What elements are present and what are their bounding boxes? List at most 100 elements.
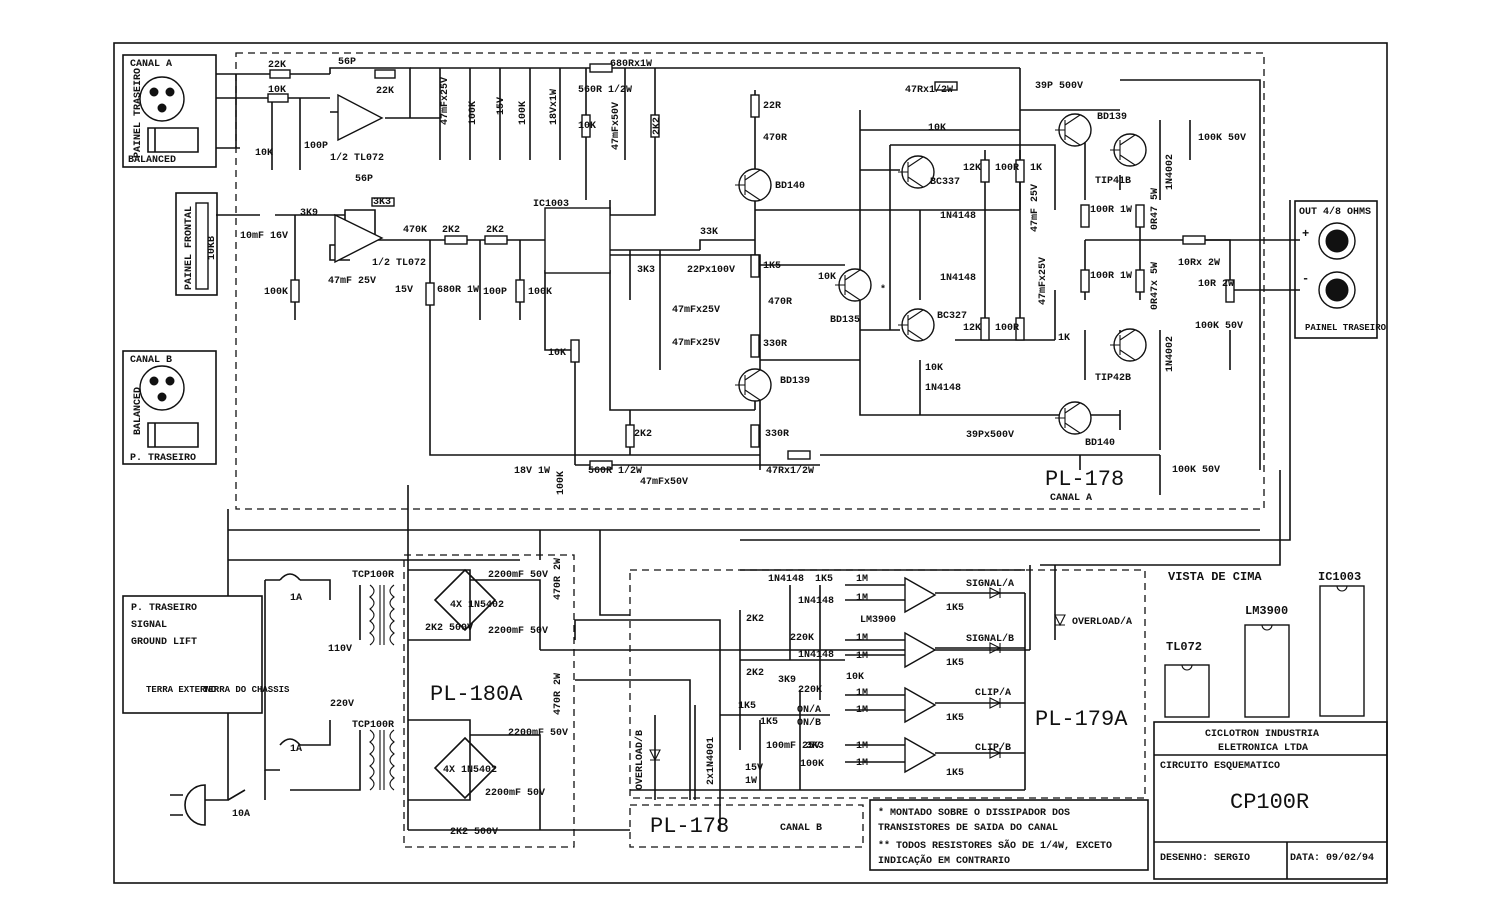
lm3900-amp-2-icon xyxy=(904,631,937,669)
jack-b-icon xyxy=(147,422,199,448)
transistor-bd139-icon xyxy=(735,368,772,402)
drawing-date: DATA: 09/02/94 xyxy=(1290,852,1374,864)
part-label: 680R 1W xyxy=(437,285,479,296)
ind-label: 3K9 xyxy=(778,675,796,686)
ind-label: 1M xyxy=(856,593,868,604)
mains-plug-icon xyxy=(170,784,206,826)
part-label: 47Rx1/2W xyxy=(766,465,814,477)
part-label: 560R 1/2W xyxy=(578,84,632,96)
part-label: 1K xyxy=(1058,333,1070,344)
part-label: 22R xyxy=(763,101,781,112)
ind-label: 1M xyxy=(856,574,868,585)
ind-label: 1N4148 xyxy=(798,650,834,661)
pinout-lm3900-label: LM3900 xyxy=(1245,604,1288,618)
ind-label: SIGNAL/A xyxy=(966,578,1014,590)
ind-label: 1K5 xyxy=(738,701,756,712)
speaker-terminal-plus-icon xyxy=(1318,222,1356,260)
part-label: 1N4148 xyxy=(940,273,976,284)
transistor-bd139-driver-icon xyxy=(1055,113,1092,147)
ic1003-chip-icon xyxy=(544,207,611,274)
ind-label: 1K5 xyxy=(946,768,964,779)
board-canal-b-label: CANAL B xyxy=(780,823,822,834)
ind-label: 1N4148 xyxy=(798,596,834,607)
part-label: 3K3 xyxy=(637,265,655,276)
ind-label: 1K5 xyxy=(815,574,833,585)
canal-b-balanced-label: BALANCED xyxy=(133,387,144,435)
transistor-tip42b-icon xyxy=(1110,328,1147,362)
jack-a-icon xyxy=(147,127,199,153)
pinout-title: VISTA DE CIMA xyxy=(1168,570,1262,584)
board-pl178-a-outline xyxy=(235,52,1265,510)
part-label: 10R 2W xyxy=(1198,279,1234,290)
power-supply-wiring xyxy=(205,200,1291,831)
canal-a-panel xyxy=(122,54,217,168)
board-pl178-b-label: PL-178 xyxy=(650,814,729,839)
transistor-bd140-icon xyxy=(735,168,772,202)
fuse-b-icon xyxy=(279,738,301,746)
part-label: BD139 xyxy=(780,376,810,387)
transistor-bd140-driver-icon xyxy=(1055,401,1092,435)
part-label: 12K xyxy=(963,163,981,174)
ind-label: ON/A xyxy=(797,704,821,716)
output-panel xyxy=(1294,200,1378,339)
drawing-type: CIRCUITO ESQUEMATICO xyxy=(1160,761,1280,772)
power-label: 2K2 500V xyxy=(450,827,498,838)
ind-label: SIGNAL/B xyxy=(966,633,1014,645)
power-label: 4X 1N5402 xyxy=(443,765,497,776)
xlr-connector-b-icon xyxy=(139,365,185,411)
out-bottom-label: PAINEL TRASEIRO xyxy=(1305,323,1387,333)
part-label: 2K2 xyxy=(486,225,504,236)
part-label: 1N4148 xyxy=(940,211,976,222)
part-label: 10K xyxy=(548,348,566,359)
part-label: 10K xyxy=(925,363,943,374)
part-label: 10mF 16V xyxy=(240,231,288,242)
ind-label: 2K2 xyxy=(746,614,764,625)
painel-frontal-label: PAINEL FRONTAL xyxy=(184,206,195,290)
ind-label: CLIP/A xyxy=(975,687,1011,699)
lm3900-amp-1-icon xyxy=(904,576,937,614)
part-label: 100K 50V xyxy=(1198,133,1246,144)
power-label: 470R 2W xyxy=(553,673,564,715)
part-label: 47mFx25V xyxy=(672,305,720,316)
power-label: 2200mF 50V xyxy=(508,728,568,739)
part-label: 100R xyxy=(995,163,1019,174)
part-label: 0R47 5W xyxy=(1150,188,1161,230)
part-label: 39P 500V xyxy=(1035,81,1083,92)
power-switch-icon xyxy=(227,789,246,801)
part-label: 1K xyxy=(1030,163,1042,174)
part-label: 47mF 25V xyxy=(328,276,376,287)
part-label: 470R xyxy=(768,297,792,308)
indicator-wiring xyxy=(630,569,1026,800)
ind-label: 2x1N4001 xyxy=(706,737,717,785)
part-label: 39Px500V xyxy=(966,430,1014,441)
part-label: 470R xyxy=(763,133,787,144)
part-label: BD135 xyxy=(830,315,860,326)
part-label: TIP42B xyxy=(1095,373,1131,384)
part-label: 12K xyxy=(963,323,981,334)
part-label: 3K3 xyxy=(373,197,391,208)
part-label: BC337 xyxy=(930,177,960,188)
notes-box xyxy=(869,799,1149,871)
transistor-bc327-icon xyxy=(898,308,935,342)
company-line-1: CICLOTRON INDUSTRIA xyxy=(1205,729,1319,740)
out-plus: + xyxy=(1302,227,1309,241)
part-label: 47mFx25V xyxy=(1038,257,1049,305)
part-label: 3K9 xyxy=(300,208,318,219)
ind-label: 1M xyxy=(856,741,868,752)
canal-a-side-label: PAINEL TRASEIRO xyxy=(133,68,144,158)
part-label: 10K xyxy=(268,85,286,96)
speaker-terminal-minus-icon xyxy=(1318,271,1356,309)
part-label: 680Rx1W xyxy=(610,59,652,70)
note-line-2: ** TODOS RESISTORES SÃO DE 1/4W, EXCETO xyxy=(878,838,1112,852)
bridge-rectifier-b-icon xyxy=(433,736,497,800)
power-label: 2K2 500V xyxy=(425,623,473,634)
part-label: 100K xyxy=(264,287,288,298)
part-label: 100K xyxy=(556,471,567,495)
part-label: 22K xyxy=(376,86,394,97)
part-label: 15V xyxy=(496,97,507,115)
canal-b-bottom-label: P. TRASEIRO xyxy=(130,453,196,464)
ind-label: 1K5 xyxy=(946,658,964,669)
frontal-pot-label: 10KB xyxy=(207,236,218,260)
ind-label: 2K2 xyxy=(746,668,764,679)
power-label: 1A xyxy=(290,744,302,755)
